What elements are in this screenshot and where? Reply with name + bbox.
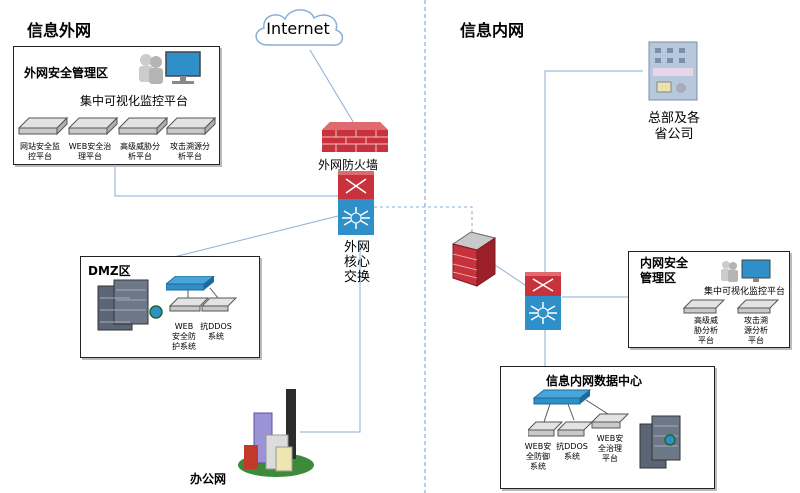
external-security-zone-title: 外网安全管理区 [24, 66, 109, 80]
internal-zone-title: 信息内网 [460, 21, 525, 40]
web-security-governance-platform-label: WEB安全治理平台 [68, 142, 112, 161]
internal-attack-tracing-analysis-label: 攻击溯源分析平台 [744, 316, 768, 345]
datacenter-web-security-governance-label: WEB安全治理平台 [596, 434, 624, 463]
external-firewall-icon [322, 122, 388, 152]
attack-tracing-analysis-platform-label: 攻击溯源分析平台 [170, 142, 210, 161]
external-security-modules-icon [17, 116, 217, 136]
datacenter-switch-icon [528, 389, 630, 437]
external-monitoring-platform-label: 集中可视化监控平台 [80, 94, 189, 108]
external-core-switch-label: 外网 核心 交换 [343, 240, 370, 285]
internal-advanced-threat-analysis-label: 高级威胁分析平台 [694, 316, 718, 345]
internal-monitoring-platform-label: 集中可视化监控平台 [704, 287, 786, 297]
office-network-label: 办公网 [190, 472, 227, 486]
headquarters-label: 总部及各省公司 [647, 111, 700, 142]
internal-security-modules-icon [682, 299, 780, 314]
internet-cloud-icon [255, 9, 344, 46]
headquarters-building-icon [648, 41, 698, 101]
internal-security-zone-title: 内网安全管理区 [640, 256, 689, 285]
internal-core-switch-icon [525, 272, 561, 330]
monitoring-user-icon [139, 51, 201, 84]
external-core-switch-icon [338, 171, 374, 235]
internal-monitoring-user-icon [721, 259, 771, 282]
office-network-buildings-icon [238, 389, 314, 477]
dmz-server-rack-icon [97, 279, 163, 331]
external-zone-title: 信息外网 [27, 21, 92, 40]
internal-datacenter-title: 信息内网数据中心 [546, 374, 643, 388]
dmz-zone-title: DMZ区 [88, 264, 131, 278]
web-security-defense-system-label: WEB安全防御系统 [524, 442, 552, 471]
internet-label: Internet [266, 19, 330, 38]
website-security-monitoring-platform-label: 网站安全监控平台 [20, 142, 60, 161]
advanced-threat-analysis-platform-label: 高级威胁分析平台 [120, 142, 160, 161]
external-firewall-label: 外网防火墙 [318, 158, 379, 172]
dmz-switch-icon [166, 276, 238, 312]
datacenter-server-rack-icon [639, 415, 681, 469]
internal-firewall-icon [451, 231, 497, 287]
